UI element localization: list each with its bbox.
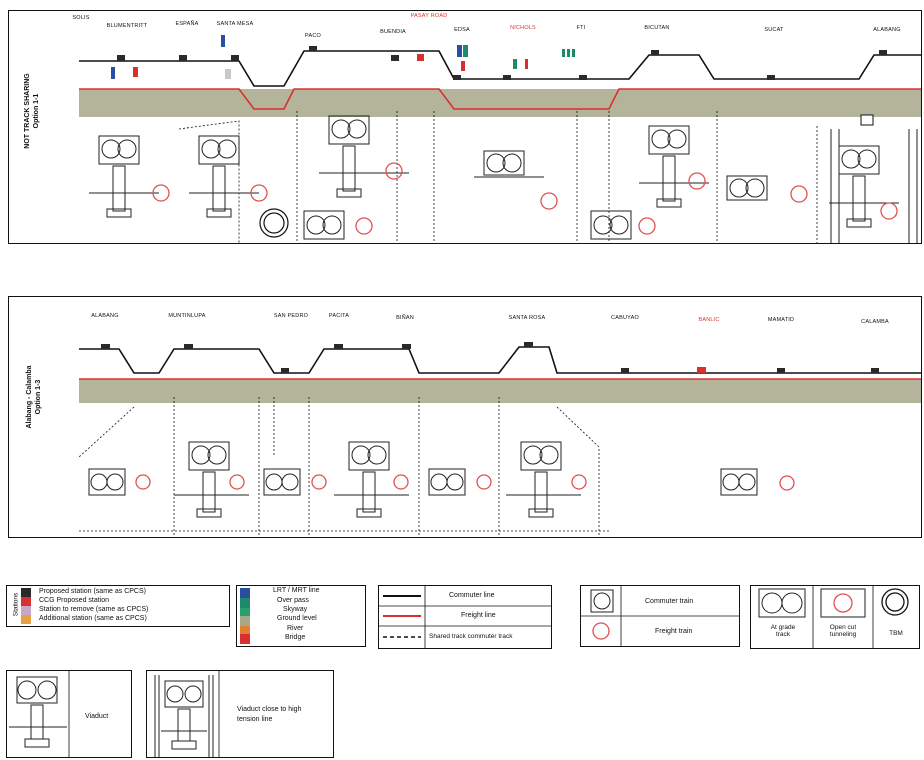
station-label: SAN PEDRO <box>273 313 309 319</box>
legend-item: Additional station (same as CPCS) <box>39 615 147 622</box>
legend-viaduct: Viaduct <box>6 670 132 758</box>
panel2-side-label: Alabang - Calamba Option 1-3 <box>26 365 42 429</box>
legend-item: Shared track commuter track <box>429 633 513 640</box>
swatch-proposed-station <box>21 588 31 597</box>
station-label: BIÑAN <box>396 315 414 321</box>
station-label: PACO <box>305 33 321 39</box>
legend-item: Ground level <box>277 615 317 622</box>
legend-item: At grade track <box>770 624 796 638</box>
station-label: SUCAT <box>764 27 784 33</box>
option-1-1-profile <box>79 35 921 243</box>
legend-stations-title: Stations <box>12 592 20 617</box>
station-label: ALABANG <box>873 27 901 33</box>
legend-item: Viaduct <box>85 713 109 720</box>
station-label: CABUYAO <box>611 315 639 321</box>
station-label: SANTA ROSA <box>508 315 546 321</box>
station-label: BANLIC <box>698 317 720 323</box>
legend-item: Freight train <box>655 628 693 635</box>
legend-item: LRT / MRT line <box>273 587 320 594</box>
legend-item: Open cut tunneling <box>829 624 857 638</box>
swatch-bridge <box>240 634 250 644</box>
legend-item: Commuter line <box>449 592 495 599</box>
legend-item: Commuter train <box>645 598 694 605</box>
station-label: EDSA <box>454 27 470 33</box>
swatch-skyway <box>240 608 250 616</box>
legend-item: TBM <box>889 630 903 637</box>
swatch-additional-station <box>21 615 31 624</box>
station-label: MUNTINLUPA <box>168 313 206 319</box>
station-label: BLUMENTRITT <box>106 23 148 29</box>
legend-item: Bridge <box>285 634 306 641</box>
panel1-side-label: NOT TRACK SHARING Option 1-1 <box>24 73 40 149</box>
option-1-3-panel: Alabang - Calamba Option 1-3 ALABANG MUN… <box>8 296 922 538</box>
legend-levels: LRT / MRT line Over pass Skyway Ground l… <box>236 585 366 647</box>
station-label: BUENDIA <box>380 29 406 35</box>
legend-item: Proposed station (same as CPCS) <box>39 588 146 595</box>
station-label: FTI <box>576 25 586 31</box>
legend-item: River <box>287 625 304 632</box>
top-label: PASAY ROAD <box>410 13 448 19</box>
legend-item: Skyway <box>283 606 308 613</box>
option-1-1-panel: NOT TRACK SHARING Option 1-1 PASAY ROAD … <box>8 10 922 244</box>
legend-item: Over pass <box>277 597 309 604</box>
station-label: MAMATID <box>767 317 795 323</box>
station-label: PACITA <box>328 313 350 319</box>
legend-item: Freight line <box>461 612 496 619</box>
legend-lines: Commuter line Freight line Shared track … <box>378 585 552 649</box>
station-label: SANTA MESA <box>216 21 254 27</box>
station-label: CALAMBA <box>861 319 889 325</box>
station-label: ESPAÑA <box>175 21 199 27</box>
swatch-lrt <box>240 588 250 598</box>
station-label: BICUTAN <box>644 25 670 31</box>
swatch-ground <box>240 616 250 626</box>
legend-track-types: At grade track Open cut tunneling TBM <box>750 585 920 649</box>
option-1-3-profile <box>78 342 921 537</box>
station-label: NICHOLS <box>510 25 536 31</box>
swatch-river <box>240 626 250 634</box>
station-label: ALABANG <box>91 313 119 319</box>
legend-trains: Commuter train Freight train <box>580 585 740 647</box>
swatch-remove-station <box>21 606 31 615</box>
swatch-overpass <box>240 598 250 608</box>
legend-stations: Stations Proposed station (same as CPCS)… <box>6 585 230 627</box>
legend-item: Viaduct close to high tension line <box>237 706 302 723</box>
legend-item: Station to remove (same as CPCS) <box>39 606 149 613</box>
legend-item: CCG Proposed station <box>39 597 110 604</box>
swatch-ccg-station <box>21 597 31 606</box>
legend-viaduct-high-tension: Viaduct close to high tension line <box>146 670 334 758</box>
station-label: SOLIS <box>72 15 90 21</box>
